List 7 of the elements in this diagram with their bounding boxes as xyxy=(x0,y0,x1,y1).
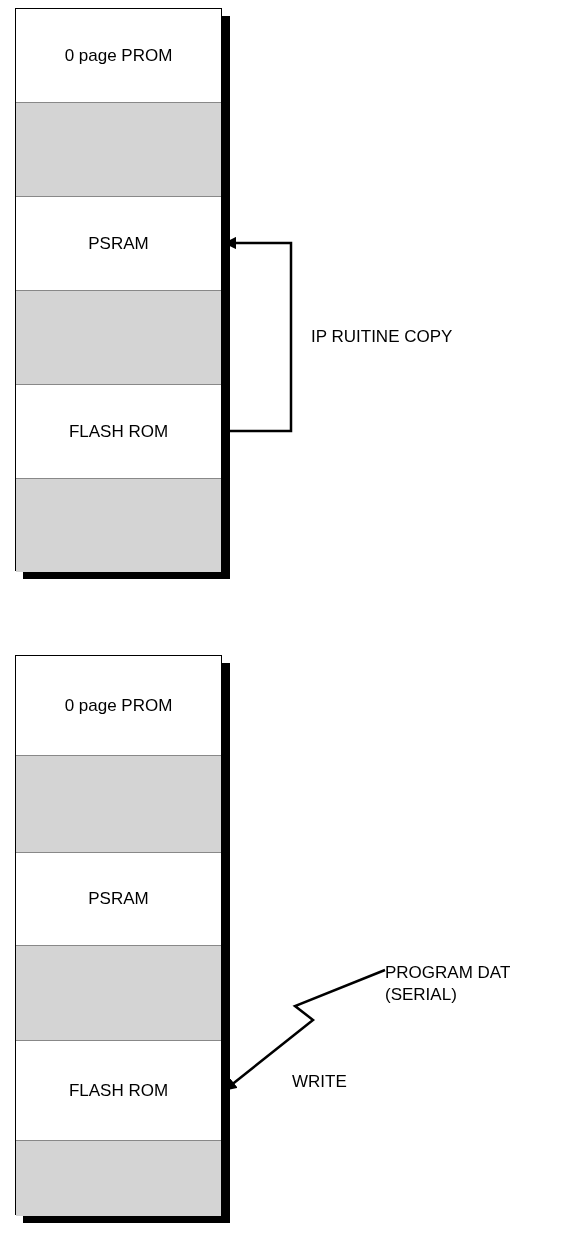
reserved-memory-block xyxy=(16,946,221,1041)
signal-text: PROGRAM DAT (SERIAL) xyxy=(385,962,575,1007)
reserved-memory-block xyxy=(16,479,221,572)
reserved-memory-block xyxy=(16,756,221,853)
reserved-memory-block xyxy=(16,1141,221,1216)
reserved-memory-block xyxy=(16,291,221,385)
reserved-memory-block xyxy=(16,103,221,197)
